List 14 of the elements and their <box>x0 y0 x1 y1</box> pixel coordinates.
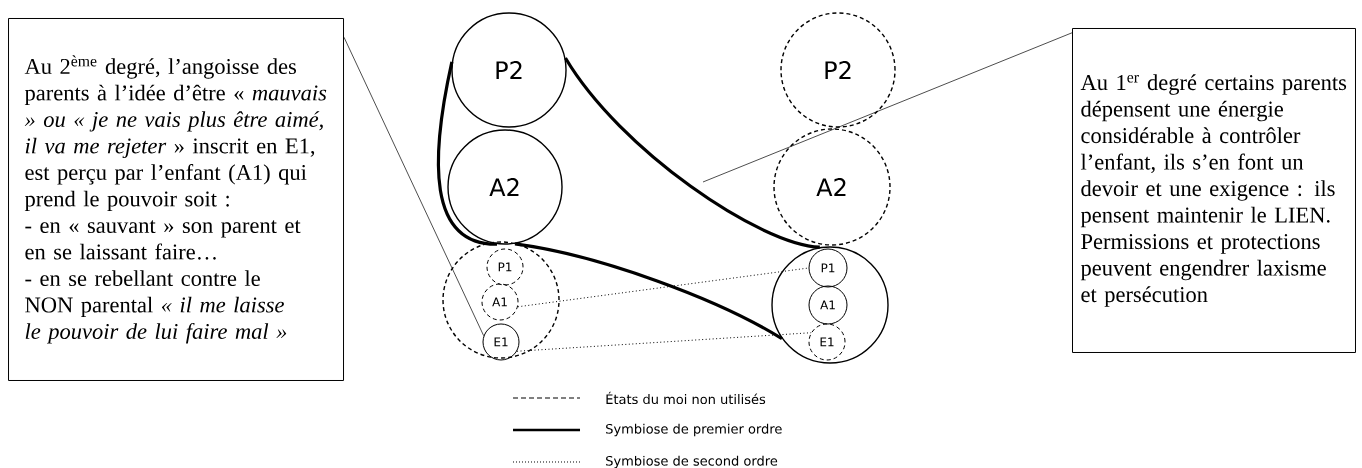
symbiosis-line <box>436 61 498 246</box>
legend-text: Symbiose de second ordre <box>606 455 778 468</box>
symbiosis-line <box>564 57 821 249</box>
text-box: Au 2$^{ème}$ degré, l’angoisse des parents à l’idée d’être « mauvais » ou « je ne vais plus être aimé, il va me rejeter » inscrit en E1, est perçu par l’enfant (A1) qui prend le pouvoir soit : - en « sauvant » son parent et en se laissant faire… - en se rebellant contre le NON parental « il me laisse le pouvoir de lui faire mal » <box>8 18 344 381</box>
symbiosis-line <box>514 242 783 341</box>
leader-line <box>702 32 1073 183</box>
circle <box>442 241 560 359</box>
circle <box>771 246 889 364</box>
text-box: Au 1$^{er}$ degré certains parents dépensent une énergie considérable à contrôler l’enfant, ils s’en font un devoir et une exigence : ils pensent maintenir le LIEN. Permissions et protections peuvent engendrer laxisme et persécution <box>1072 28 1356 353</box>
legend-text: États du moi non utilisés <box>606 391 766 405</box>
leader-line <box>343 36 484 337</box>
symbiosis-line <box>516 332 812 352</box>
symbiosis-line <box>517 267 809 308</box>
legend-text: Symbiose de premier ordre <box>606 423 782 437</box>
